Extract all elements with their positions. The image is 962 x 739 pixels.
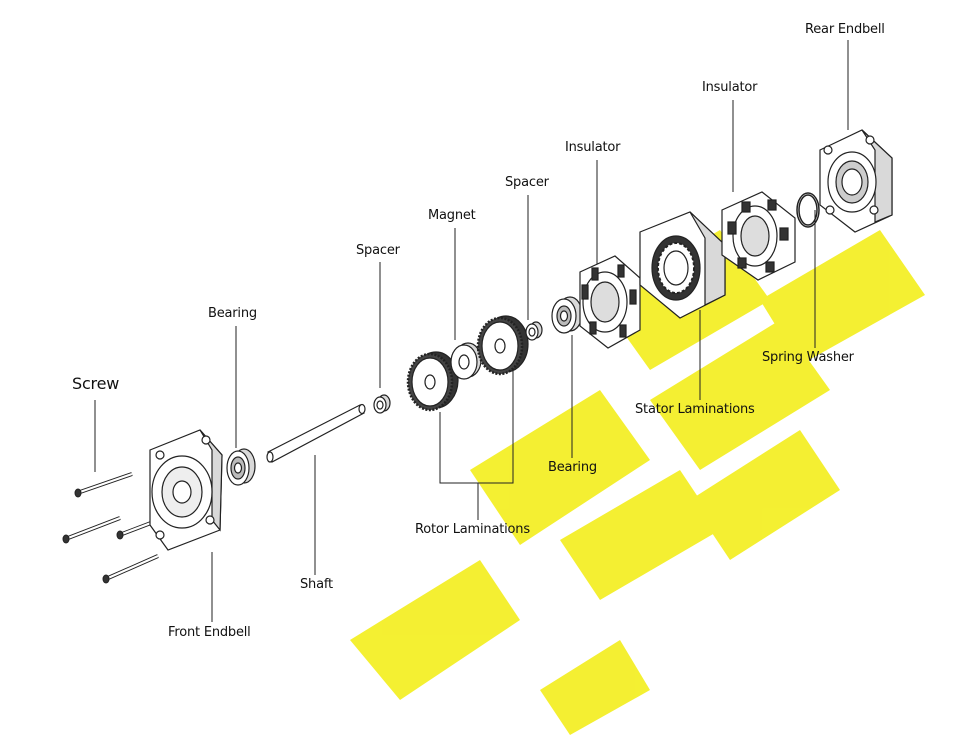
watermark-stroke-8 [540,640,650,735]
spring-washer [796,192,820,228]
insulator-rear [721,191,796,281]
stator-laminations [639,211,726,319]
label-spring-washer: Spring Washer [762,350,854,365]
bearing-rear [551,296,583,334]
watermark-stroke-3 [560,470,720,600]
leader-lines [94,40,849,622]
magnet [450,342,482,380]
label-rotor-laminations: Rotor Laminations [415,522,530,537]
watermark-stroke-6 [760,230,925,365]
label-shaft: Shaft [300,577,333,592]
screws [62,472,173,584]
screw-4 [102,554,159,584]
watermark-stroke-1 [350,560,520,700]
watermark-stroke-2 [470,390,650,545]
label-stator-laminations: Stator Laminations [635,402,755,417]
label-bearing-rear: Bearing [548,460,597,475]
label-front-endbell: Front Endbell [168,625,251,640]
watermark-stroke-7 [690,430,840,560]
label-screw: Screw [72,374,120,393]
rotor-lamination-front [406,351,459,412]
label-rear-endbell: Rear Endbell [805,22,885,37]
bearing-front [226,448,256,486]
rear-endbell [819,129,893,233]
screw-1 [74,472,133,498]
label-insulator-front: Insulator [565,140,621,155]
spacer-front [373,394,391,414]
rotor-lamination-rear [476,315,529,376]
label-insulator-rear: Insulator [702,80,758,95]
spacer-rear [525,321,543,341]
front-endbell [149,429,223,551]
screw-2 [62,516,121,544]
label-spacer-rear: Spacer [505,175,549,190]
label-magnet: Magnet [428,208,476,223]
label-bearing-front: Bearing [208,306,257,321]
label-spacer-front: Spacer [356,243,400,258]
leader-rotor-bracket [439,360,514,484]
insulator-front [579,255,641,349]
shaft [266,403,366,463]
watermark-stroke-5 [650,320,830,470]
